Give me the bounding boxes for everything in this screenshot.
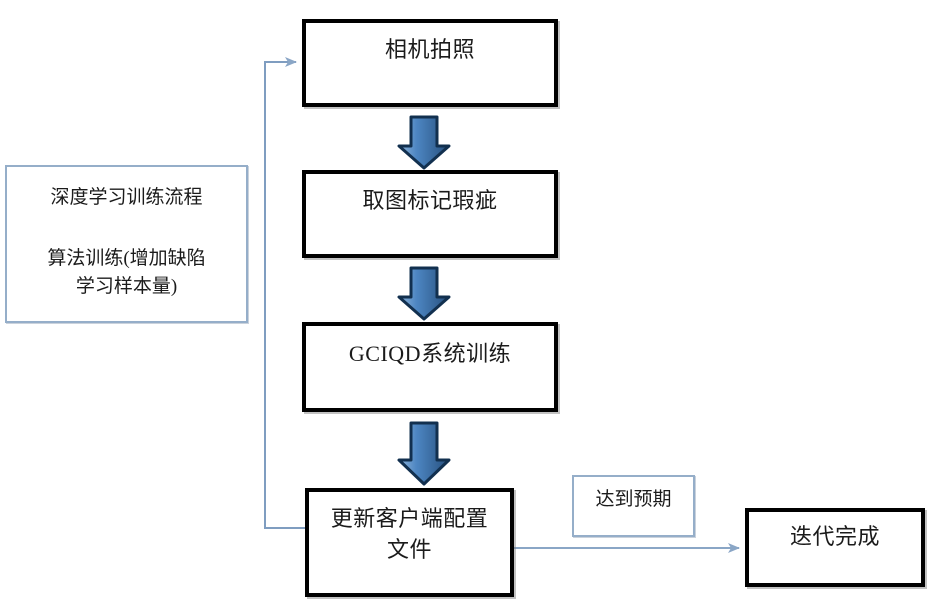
note-deep-learning-training-process[interactable]: 深度学习训练流程 算法训练(增加缺陷 学习样本量) xyxy=(5,165,248,323)
node-camera-capture[interactable]: 相机拍照 xyxy=(302,19,558,107)
node-camera-capture-label: 相机拍照 xyxy=(384,37,475,62)
note-training-process-title: 深度学习训练流程 xyxy=(50,187,203,208)
block-arrow-down-2 xyxy=(397,266,451,321)
block-arrow-down-3 xyxy=(397,421,451,486)
node-update-client-config-file-label: 更新客户端配置 文件 xyxy=(330,506,489,562)
node-gciqd-system-training[interactable]: GCIQD系统训练 xyxy=(302,322,558,412)
node-iteration-complete-label: 迭代完成 xyxy=(789,524,880,549)
feedback-loop-connector xyxy=(264,57,305,529)
node-capture-and-mark-defects[interactable]: 取图标记瑕疵 xyxy=(302,170,558,258)
note-training-process-detail: 算法训练(增加缺陷 学习样本量) xyxy=(47,248,206,297)
node-update-client-config-file[interactable]: 更新客户端配置 文件 xyxy=(305,488,514,597)
node-gciqd-system-training-label: GCIQD系统训练 xyxy=(348,341,512,366)
block-arrow-down-1 xyxy=(397,115,451,170)
label-reach-expectation[interactable]: 达到预期 xyxy=(572,475,695,537)
label-reach-expectation-text: 达到预期 xyxy=(595,489,672,510)
node-capture-and-mark-defects-label: 取图标记瑕疵 xyxy=(362,188,498,213)
node-iteration-complete[interactable]: 迭代完成 xyxy=(745,508,925,587)
